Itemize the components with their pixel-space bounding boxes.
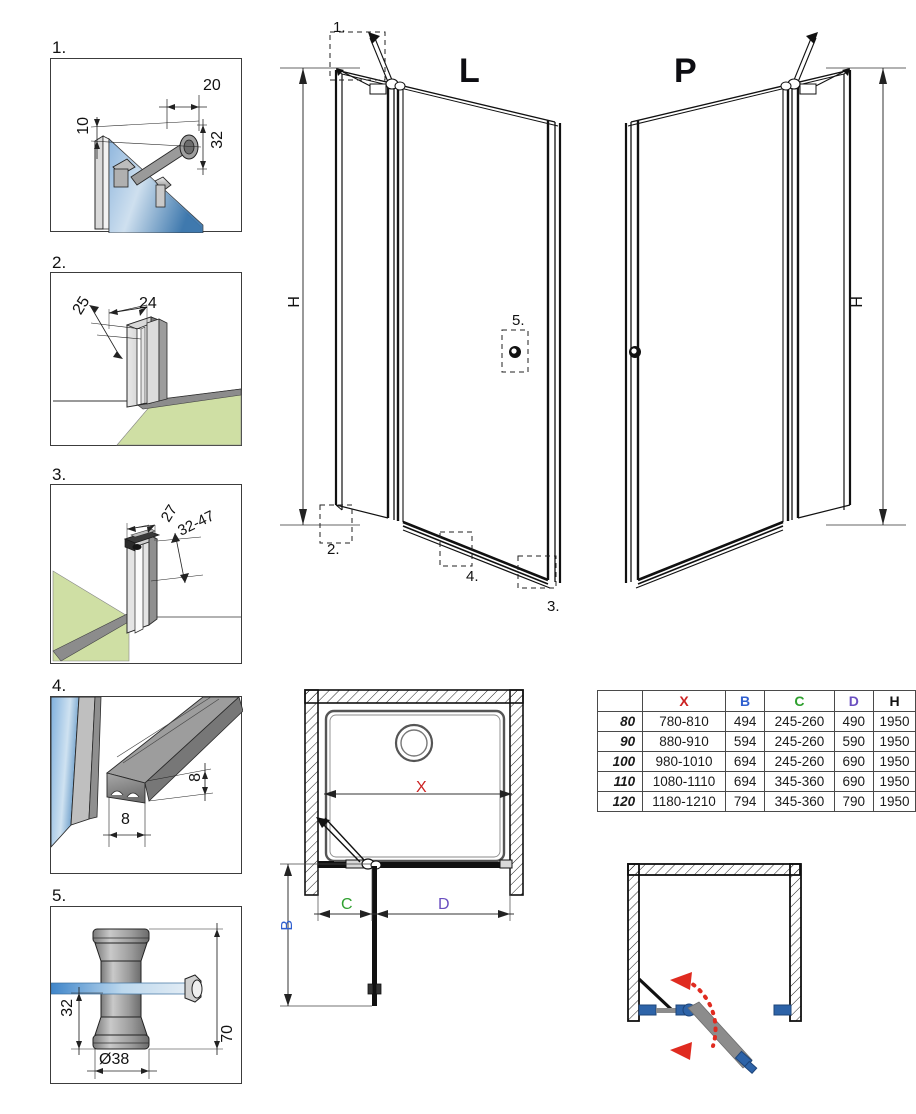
plan-label-c: C	[341, 896, 353, 913]
cell-h: 1950	[873, 771, 916, 792]
detail-panel-4: 8 8	[50, 696, 243, 874]
row-size: 80	[596, 711, 644, 732]
table-header-size	[596, 690, 644, 712]
panel-4-dim-8-height: 8	[187, 773, 204, 782]
detail-panel-4-graphic	[51, 697, 243, 848]
detail-panel-3: 27 32-47	[50, 484, 242, 664]
cell-b: 794	[724, 791, 766, 812]
panel-5-dim-70: 70	[219, 1025, 236, 1043]
cell-x: 880-910	[642, 731, 726, 752]
cell-h: 1950	[873, 751, 916, 772]
cell-d: 690	[833, 771, 875, 792]
row-size: 120	[596, 791, 644, 812]
table-row: 80 780-810 494 245-260 490 1950	[596, 711, 916, 732]
panel-1-dim-32: 32	[209, 131, 226, 149]
table-row: 100 980-1010 694 245-260 690 1950	[596, 751, 916, 772]
cell-d: 490	[833, 711, 875, 732]
table-header-d: D	[833, 690, 875, 712]
cell-h: 1950	[873, 711, 916, 732]
callout-4-left: 4.	[466, 568, 479, 585]
panel-2-dim-24: 24	[139, 295, 157, 312]
variant-label-right: P	[674, 52, 697, 90]
panel-1-dim-20: 20	[203, 77, 221, 94]
cell-d: 590	[833, 731, 875, 752]
table-header-b: B	[724, 690, 766, 712]
callout-1-left: 1.	[333, 19, 346, 36]
cell-c: 345-360	[764, 771, 835, 792]
detail-panel-2-graphic	[53, 304, 242, 446]
panel-5-number: 5.	[52, 886, 67, 905]
panel-2-number: 2.	[52, 253, 67, 272]
cell-h: 1950	[873, 731, 916, 752]
callout-5-left: 5.	[512, 312, 525, 329]
panel-5-dim-diameter-38: Ø38	[99, 1051, 130, 1068]
cell-b: 694	[724, 771, 766, 792]
cell-c: 345-360	[764, 791, 835, 812]
panel-5-dim-32: 32	[59, 999, 76, 1017]
row-size: 110	[596, 771, 644, 792]
callout-3-left: 3.	[547, 598, 560, 615]
cell-d: 690	[833, 751, 875, 772]
panel-4-number: 4.	[52, 676, 67, 695]
cell-b: 694	[724, 751, 766, 772]
table-header-x: X	[642, 690, 726, 712]
detail-panel-1-graphic	[90, 95, 207, 233]
table-header-h: H	[873, 690, 916, 712]
cell-b: 594	[724, 731, 766, 752]
cell-h: 1950	[873, 791, 916, 812]
door-swing-diagram	[627, 863, 802, 1075]
cell-c: 245-260	[764, 731, 835, 752]
table-row: 90 880-910 594 245-260 590 1950	[596, 731, 916, 752]
plan-label-d: D	[438, 896, 450, 913]
detail-panel-1: 20 10 32	[50, 58, 242, 233]
main-drawing-right	[624, 32, 906, 589]
table-header-c: C	[764, 690, 835, 712]
plan-label-x: X	[416, 779, 427, 796]
cell-x: 1080-1110	[642, 771, 726, 792]
table-header-row: X B C D H	[596, 690, 916, 712]
row-size: 100	[596, 751, 644, 772]
cell-x: 980-1010	[642, 751, 726, 772]
cell-x: 1180-1210	[642, 791, 726, 812]
cell-x: 780-810	[642, 711, 726, 732]
detail-panel-2: 24 25	[50, 272, 242, 446]
cell-d: 790	[833, 791, 875, 812]
callout-2-left: 2.	[327, 541, 340, 558]
cell-b: 494	[724, 711, 766, 732]
panel-3-number: 3.	[52, 465, 67, 484]
cell-c: 245-260	[764, 711, 835, 732]
panel-1-dim-10: 10	[75, 117, 92, 135]
detail-panel-5-graphic	[51, 923, 223, 1079]
height-label-left: H	[286, 296, 303, 308]
main-drawing-left	[280, 31, 562, 589]
table-row: 110 1080-1110 694 345-360 690 1950	[596, 771, 916, 792]
panel-1-number: 1.	[52, 38, 67, 57]
specification-table: X B C D H 80 780-810 494 245-260 490 195…	[596, 690, 916, 812]
row-size: 90	[596, 731, 644, 752]
cell-c: 245-260	[764, 751, 835, 772]
height-label-right: H	[849, 296, 866, 308]
variant-label-left: L	[459, 52, 480, 90]
plan-view-diagram	[280, 689, 524, 1007]
panel-4-dim-8-width: 8	[121, 811, 130, 828]
detail-panel-3-graphic	[52, 523, 241, 662]
detail-panel-5: 32 Ø38 70	[50, 906, 242, 1084]
plan-label-b: B	[279, 920, 296, 931]
table-row: 120 1180-1210 794 345-360 790 1950	[596, 791, 916, 812]
